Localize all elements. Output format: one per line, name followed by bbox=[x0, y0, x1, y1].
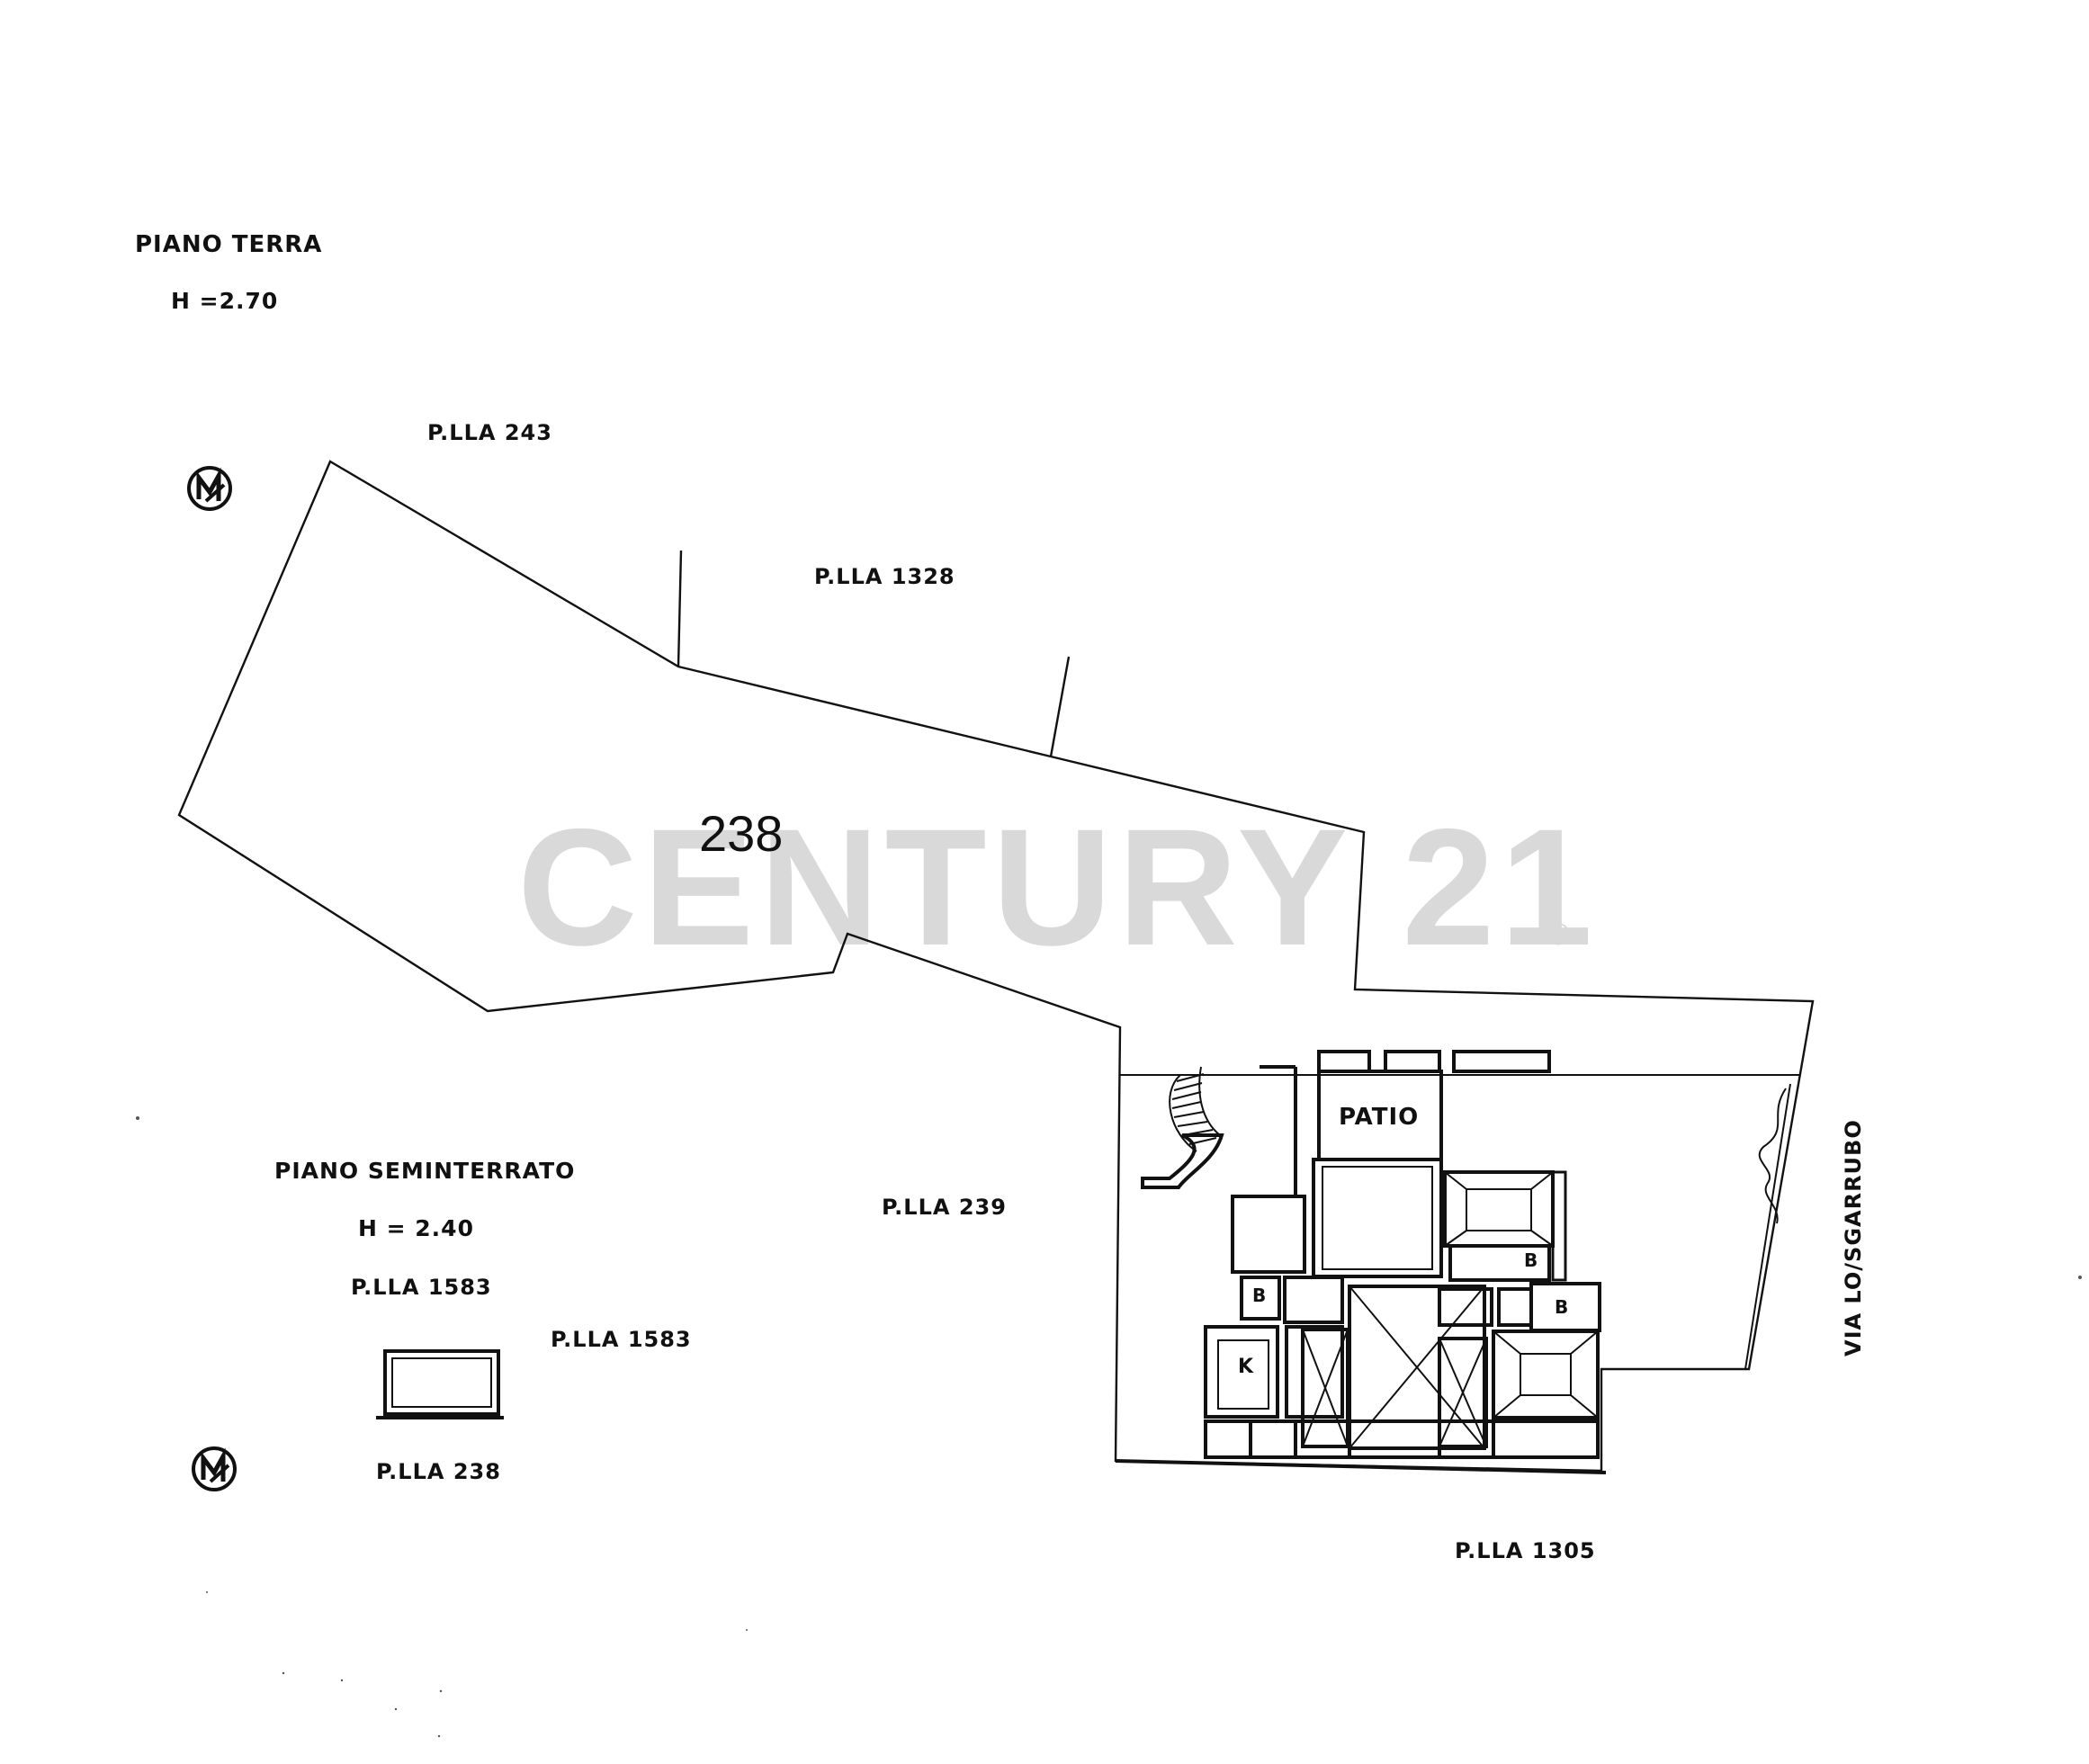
room-label-patio: PATIO bbox=[1339, 1104, 1419, 1131]
lot-outline bbox=[177, 460, 1815, 1473]
road-edge bbox=[1758, 1088, 1787, 1224]
north-arrow-icon bbox=[187, 466, 232, 511]
parcel-label-239: P.LLA 239 bbox=[882, 1195, 1007, 1220]
scan-noise bbox=[136, 1116, 2082, 1738]
parcel-label-238: P.LLA 238 bbox=[376, 1459, 501, 1484]
parcel-label-1328: P.LLA 1328 bbox=[814, 564, 955, 589]
basement-plan bbox=[376, 1349, 504, 1419]
parcel-label-243: P.LLA 243 bbox=[427, 420, 552, 445]
floor-basement-title: PIANO SEMINTERRATO bbox=[274, 1158, 575, 1184]
watermark: CENTURY 21 ® bbox=[517, 795, 1598, 980]
floor-ground-title: PIANO TERRA bbox=[135, 231, 322, 258]
building-plan bbox=[1115, 1050, 1607, 1474]
parcel-label-1583-a: P.LLA 1583 bbox=[351, 1275, 492, 1300]
street-label: VIA LO/SGARRUBO bbox=[1841, 1119, 1866, 1357]
parcel-label-1583-b: P.LLA 1583 bbox=[551, 1327, 692, 1352]
watermark-text: CENTURY 21 bbox=[517, 795, 1598, 980]
room-label-k: K bbox=[1238, 1356, 1254, 1378]
room-label-b3: B bbox=[1555, 1296, 1569, 1318]
height-basement-label: H = 2.40 bbox=[358, 1215, 474, 1241]
parcel-label-1305: P.LLA 1305 bbox=[1455, 1538, 1596, 1563]
height-ground-label: H =2.70 bbox=[171, 288, 278, 314]
watermark-mark: ® bbox=[1547, 918, 1575, 952]
room-label-b2: B bbox=[1252, 1285, 1267, 1306]
north-arrow-icon bbox=[192, 1446, 237, 1491]
room-label-b1: B bbox=[1524, 1249, 1538, 1271]
parcel-label-main: 238 bbox=[699, 805, 783, 862]
